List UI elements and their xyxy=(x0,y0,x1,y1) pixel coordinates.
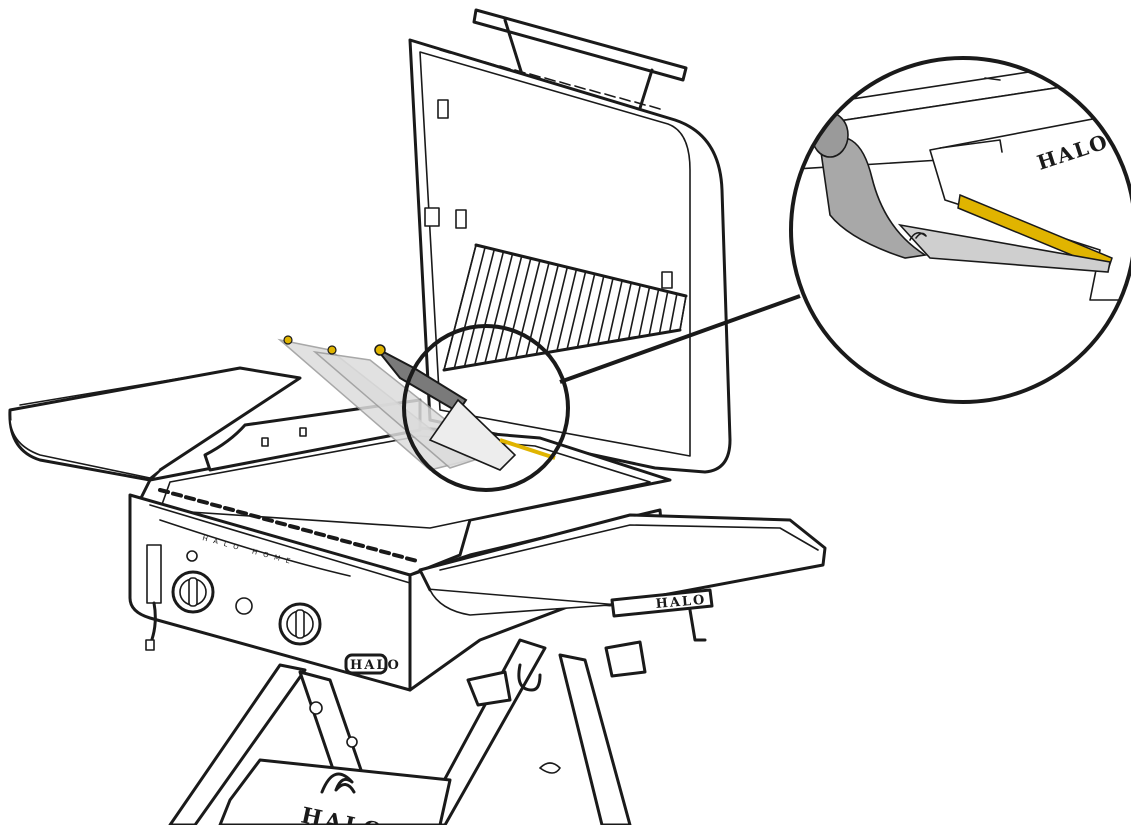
surface-vent-slot xyxy=(236,509,248,516)
surface-vent-slot xyxy=(405,556,417,563)
left-side-shelf xyxy=(8,366,302,482)
rack-bar xyxy=(504,257,532,361)
leveling-feet xyxy=(466,640,647,707)
surface-vent-slot xyxy=(353,542,365,548)
callout-source-circle xyxy=(402,324,570,492)
rack-bar xyxy=(463,248,496,368)
surface-vent-slot xyxy=(158,488,170,494)
rack-bar xyxy=(668,293,678,333)
shelf-brand-text: HALO xyxy=(655,593,707,612)
rack-bar xyxy=(648,288,660,336)
flame-logo-icon xyxy=(539,762,561,774)
surface-vent-slot xyxy=(210,502,222,509)
rack-bar xyxy=(494,255,523,363)
surface-vent-slot xyxy=(171,491,183,498)
front-brand-text: HALO xyxy=(350,658,401,673)
callout-detail: HALO xyxy=(791,58,1131,402)
igniter-cable xyxy=(145,544,162,651)
rack-bar xyxy=(535,264,559,356)
surface-vent-slot xyxy=(197,498,209,505)
surface-vent-slot xyxy=(262,516,274,523)
rack-bar xyxy=(607,279,623,343)
rack-bar xyxy=(597,277,614,345)
surface-vent-slot xyxy=(327,534,339,541)
rack-bar xyxy=(484,253,514,364)
rack-bar xyxy=(658,290,669,335)
burner-knob-right xyxy=(278,602,322,646)
burner-knob-left xyxy=(171,570,215,614)
callout-zoom-circle xyxy=(789,56,1131,404)
rack-bar xyxy=(556,268,578,352)
rack-bar xyxy=(443,244,477,371)
indicator-light xyxy=(186,550,198,562)
surface-vent-slot xyxy=(392,552,404,559)
rack-bar xyxy=(617,281,632,342)
rack-bar xyxy=(627,284,642,340)
rack-bar xyxy=(453,246,486,370)
callout-leader-line xyxy=(559,294,801,384)
surface-vent-slot xyxy=(366,545,378,552)
zoom-callout: HALO xyxy=(402,56,1131,492)
warming-rack xyxy=(442,243,688,372)
surface-vent-slot xyxy=(340,538,352,545)
surface-vent-slot xyxy=(184,495,196,502)
surface-vent-slot xyxy=(314,531,326,538)
front-brand-badge: HALO xyxy=(344,653,401,675)
rack-bar xyxy=(679,295,687,331)
rack-bar xyxy=(576,273,596,349)
rack-bar xyxy=(545,266,569,354)
side-shelf-handle: HALO xyxy=(610,588,714,618)
surface-vent-slot xyxy=(379,549,391,556)
grease-scraper-tool xyxy=(374,344,556,471)
x-stand: HALO xyxy=(168,638,632,825)
surface-vent-slot xyxy=(249,513,261,520)
rack-bar xyxy=(586,275,605,347)
surface-vent-slot xyxy=(288,524,300,530)
surface-vent-slot xyxy=(275,520,287,527)
right-side-shelf: HALO xyxy=(418,513,827,642)
igniter-button xyxy=(235,597,253,615)
rack-bar xyxy=(638,286,651,338)
rack-bar xyxy=(515,259,541,359)
surface-vent-slot xyxy=(223,506,235,512)
surface-vent-slot xyxy=(301,527,313,534)
rack-bar xyxy=(566,270,587,350)
rack-bar xyxy=(474,250,505,366)
